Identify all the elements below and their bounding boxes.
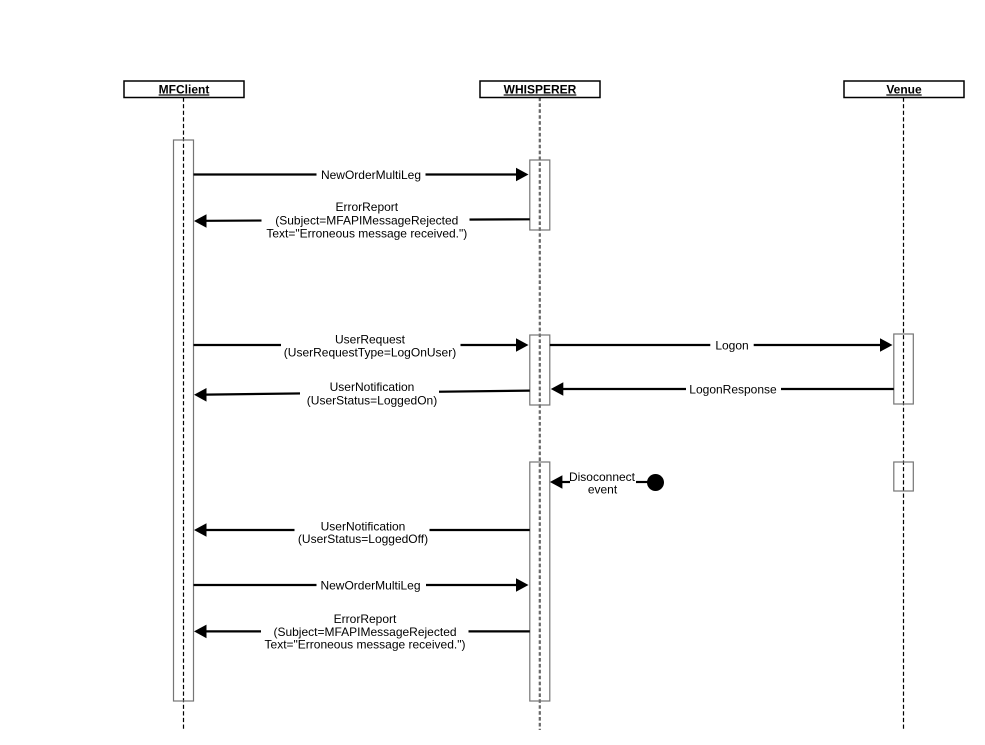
svg-text:event: event — [588, 482, 618, 496]
svg-text:LogonResponse: LogonResponse — [689, 382, 777, 396]
svg-text:(UserStatus=LoggedOn): (UserStatus=LoggedOn) — [307, 393, 437, 407]
svg-text:(UserRequestType=LogOnUser): (UserRequestType=LogOnUser) — [284, 345, 456, 359]
svg-text:Text="Erroneous message receiv: Text="Erroneous message received.") — [266, 227, 467, 241]
svg-text:(Subject=MFAPIMessageRejected: (Subject=MFAPIMessageRejected — [275, 213, 458, 227]
svg-text:ErrorReport: ErrorReport — [334, 612, 397, 626]
svg-text:(Subject=MFAPIMessageRejected: (Subject=MFAPIMessageRejected — [273, 625, 456, 639]
svg-text:NewOrderMultiLeg: NewOrderMultiLeg — [320, 578, 420, 592]
svg-text:NewOrderMultiLeg: NewOrderMultiLeg — [321, 168, 421, 182]
svg-text:MFClient: MFClient — [159, 82, 210, 96]
svg-text:ErrorReport: ErrorReport — [335, 200, 398, 214]
svg-text:UserNotification: UserNotification — [321, 519, 406, 533]
svg-text:Logon: Logon — [715, 338, 748, 352]
svg-text:Text="Erroneous message receiv: Text="Erroneous message received.") — [265, 638, 466, 652]
svg-text:(UserStatus=LoggedOff): (UserStatus=LoggedOff) — [298, 532, 428, 546]
svg-text:Venue: Venue — [886, 82, 922, 96]
svg-text:UserNotification: UserNotification — [330, 380, 415, 394]
svg-text:UserRequest: UserRequest — [335, 333, 406, 347]
svg-text:Disoconnect: Disoconnect — [569, 470, 636, 484]
svg-text:WHISPERER: WHISPERER — [504, 82, 577, 96]
